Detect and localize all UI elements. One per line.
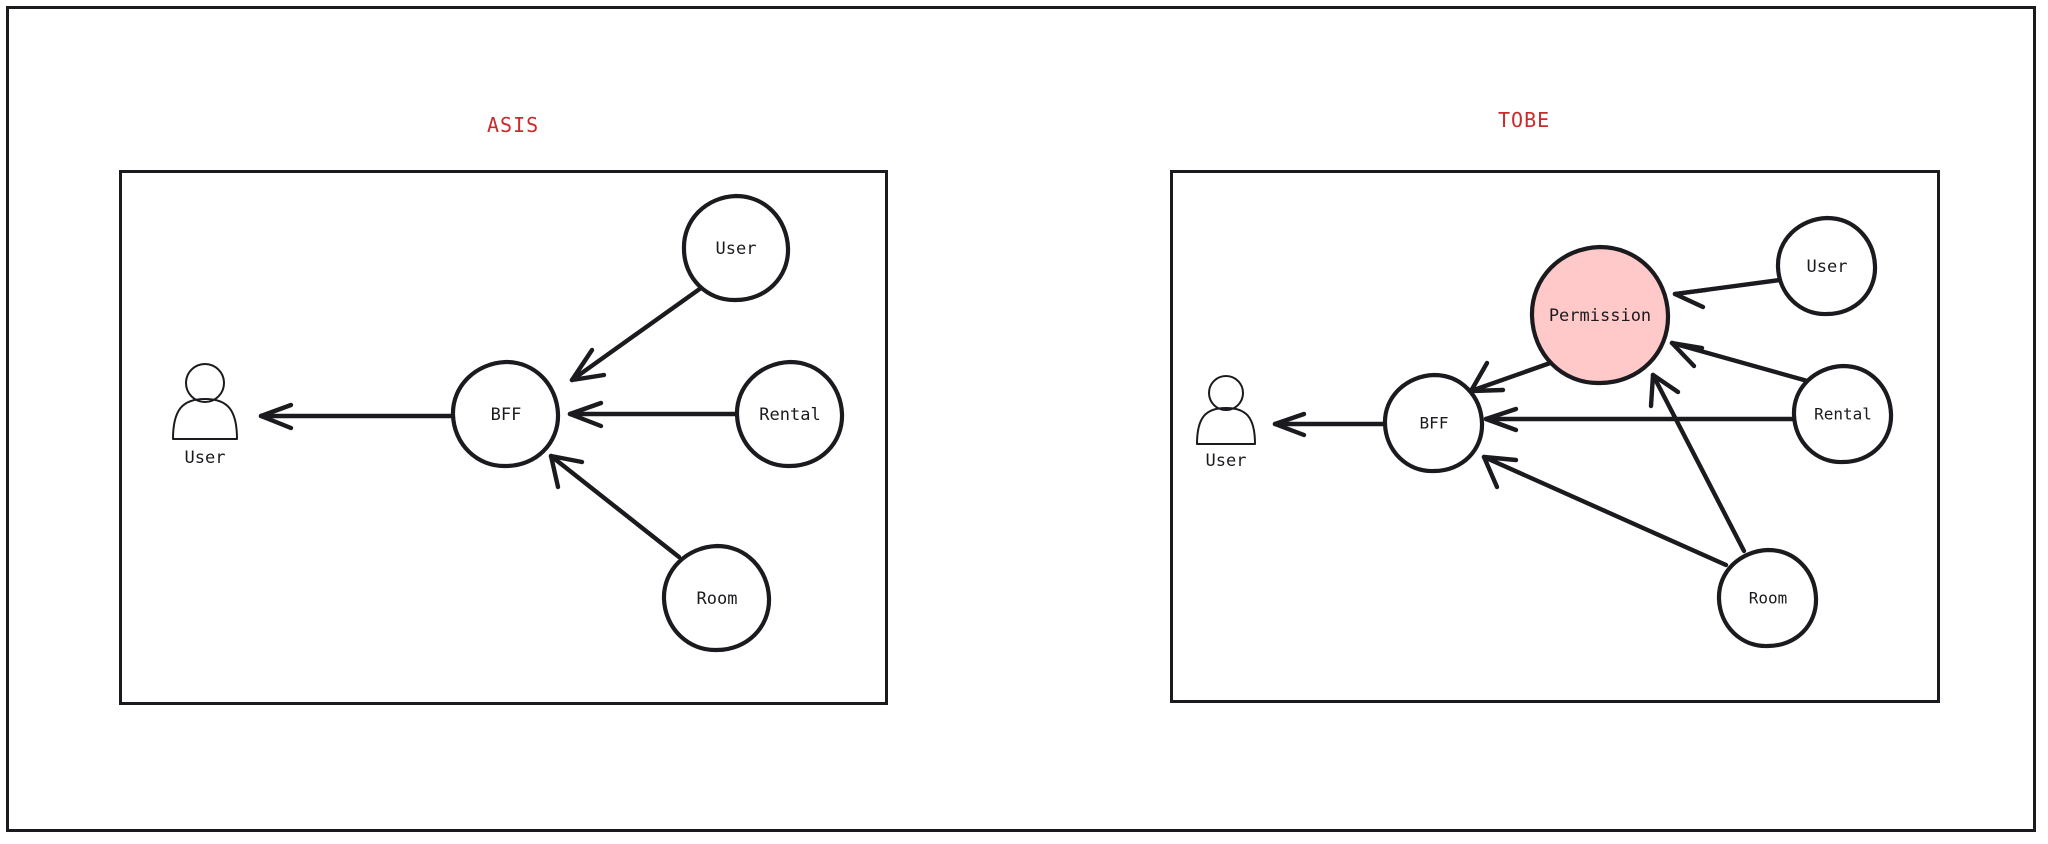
- tobe-panel-title: TOBE: [1498, 108, 1551, 132]
- tobe-panel: [1170, 170, 1940, 703]
- asis-panel-title: ASIS: [487, 113, 540, 137]
- asis-panel: [119, 170, 888, 705]
